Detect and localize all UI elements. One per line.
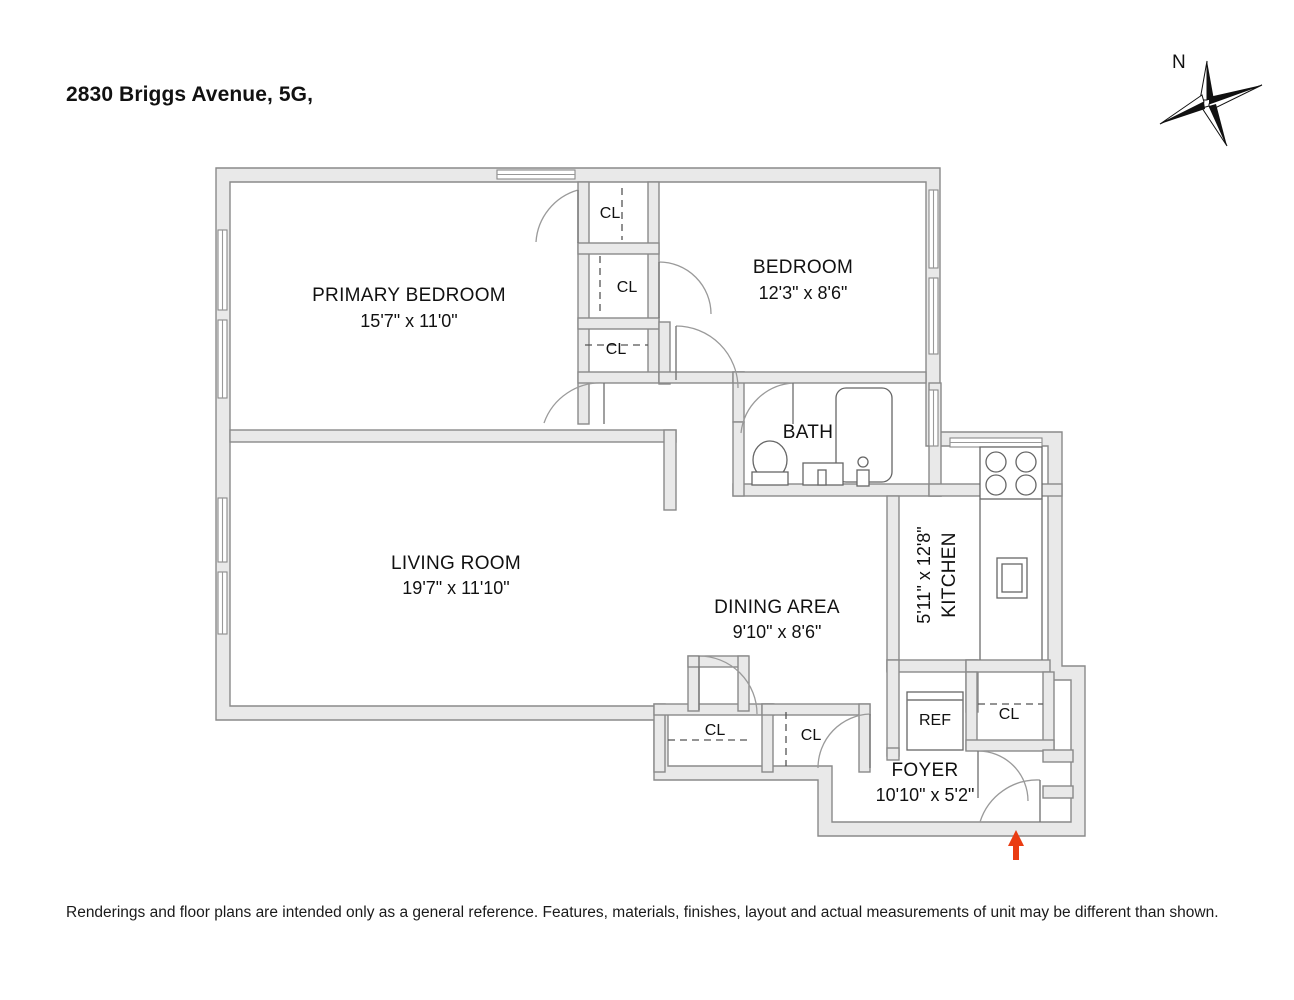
sink-basin-icon [1001, 563, 1023, 593]
closet-label-living-left: CL [705, 722, 726, 739]
door-swings [535, 189, 1041, 823]
room-dimensions-kitchen: 5'11" x 12'8" [914, 526, 934, 623]
room-label-bath: BATH [783, 422, 833, 443]
compass-star-icon [1159, 60, 1263, 147]
bathtub-icon [835, 387, 893, 483]
closet-labels: CL CL CL CL CL CL [600, 205, 1020, 744]
burner-icon [1015, 474, 1037, 496]
refrigerator-icon [906, 691, 964, 751]
kitchen-fixtures [906, 446, 1043, 751]
burner-icon [985, 474, 1007, 496]
page-title: 2830 Briggs Avenue, 5G, [66, 83, 314, 106]
room-dimensions-primary-bedroom: 15'7" x 11'0" [360, 311, 457, 331]
appliance-label-refrigerator: REF [919, 712, 951, 729]
room-label-bedroom: BEDROOM [753, 257, 853, 278]
room-label-kitchen: KITCHEN [939, 532, 960, 618]
room-label-primary-bedroom: PRIMARY BEDROOM [312, 285, 506, 306]
room-dimensions-living-room: 19'7" x 11'10" [402, 578, 509, 598]
room-dimensions-bedroom: 12'3" x 8'6" [759, 283, 848, 303]
bathroom-fixtures [751, 387, 893, 487]
room-labels: PRIMARY BEDROOM 15'7" x 11'0" BEDROOM 12… [312, 257, 974, 805]
closet-label-living-right: CL [801, 727, 822, 744]
windows [217, 169, 1043, 635]
room-label-dining-area: DINING AREA [714, 597, 840, 618]
toilet-tank-icon [751, 471, 789, 486]
appliance-labels: REF [919, 712, 951, 729]
room-label-foyer: FOYER [892, 760, 959, 781]
disclaimer-text: Renderings and floor plans are intended … [66, 904, 1219, 921]
room-label-living-room: LIVING ROOM [391, 553, 521, 574]
compass-north-label: N [1172, 52, 1186, 73]
closet-label-primary-upper: CL [600, 205, 621, 222]
closet-label-foyer: CL [999, 706, 1020, 723]
closet-shelf-lines [585, 188, 1043, 766]
closet-label-primary-middle: CL [617, 279, 638, 296]
entry-arrow-icon [1008, 830, 1024, 860]
room-dimensions-dining-area: 9'10" x 8'6" [733, 622, 822, 642]
burner-icon [1015, 451, 1037, 473]
bathtub-drain-icon [857, 456, 869, 468]
room-dimensions-foyer: 10'10" x 5'2" [876, 785, 975, 805]
closet-label-primary-lower: CL [606, 341, 627, 358]
vanity-basin-icon [817, 469, 827, 486]
bathtub-faucet-icon [856, 469, 870, 487]
burner-icon [985, 451, 1007, 473]
compass-rose: N [1159, 52, 1263, 147]
